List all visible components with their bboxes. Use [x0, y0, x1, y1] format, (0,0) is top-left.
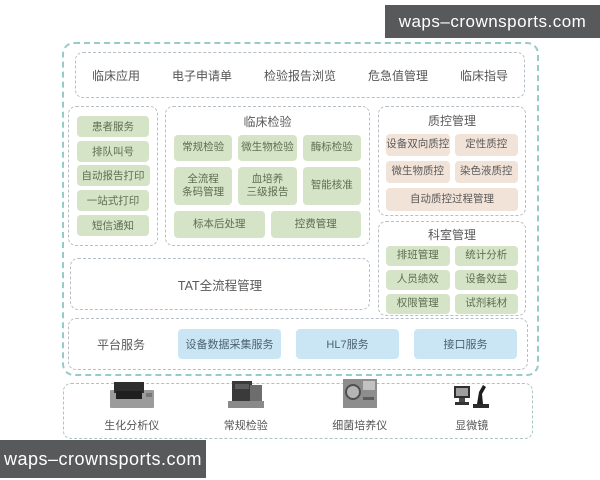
clinical-lab-row: 常规检验 微生物检验 酶标检验: [174, 135, 361, 161]
department-module: 设备效益: [454, 270, 518, 290]
qc-module: 自动质控过程管理: [386, 188, 518, 211]
clinical-lab-row: 标本后处理 控费管理: [174, 211, 361, 238]
clinical-lab-section: 临床检验 常规检验 微生物检验 酶标检验 全流程 条码管理 血培养 三级报告 智…: [165, 106, 370, 246]
device-label: 常规检验: [223, 420, 268, 432]
platform-service: 接口服务: [414, 329, 517, 359]
patient-service-pill: 一站式打印: [77, 190, 149, 212]
clinical-app-item: 检验报告浏览: [263, 68, 336, 83]
tat-management-section: TAT全流程管理: [70, 258, 370, 310]
clinical-app-item: 临床应用: [92, 68, 141, 83]
department-title: 科室管理: [427, 228, 476, 242]
watermark-bottom: waps–crownsports.com: [0, 440, 206, 478]
instruments-section: 生化分析仪 常规检验 细菌培养仪: [63, 379, 533, 439]
tat-title: TAT全流程管理: [177, 278, 263, 293]
device-label: 生化分析仪: [104, 420, 160, 432]
quality-control-row: 设备双向质控 定性质控: [386, 134, 518, 156]
department-module: 试剂耗材: [454, 294, 518, 314]
clinical-app-item: 危急值管理: [367, 68, 428, 83]
department-row: 权限管理 试剂耗材: [386, 294, 518, 314]
department-module: 统计分析: [454, 246, 518, 266]
outer-frame: [62, 42, 539, 376]
bacteria-culture-instrument-icon: [338, 377, 382, 416]
qc-module: 设备双向质控: [386, 134, 450, 156]
quality-control-row: 自动质控过程管理: [386, 188, 518, 211]
qc-module: 定性质控: [454, 134, 518, 156]
qc-module: 染色液质控: [454, 161, 518, 183]
patient-services-section: 患者服务 排队叫号 自动报告打印 一站式打印 短信通知: [68, 106, 158, 246]
platform-service: 设备数据采集服务: [178, 329, 281, 359]
patient-service-pill: 排队叫号: [77, 140, 149, 162]
qc-module: 微生物质控: [386, 161, 450, 183]
department-module: 权限管理: [386, 294, 450, 314]
department-module: 人员绩效: [386, 270, 450, 290]
platform-label: 平台服务: [96, 337, 145, 352]
biochemistry-analyzer-icon: [106, 379, 158, 416]
department-row: 人员绩效 设备效益: [386, 270, 518, 290]
quality-control-row: 微生物质控 染色液质控: [386, 161, 518, 183]
quality-control-title: 质控管理: [427, 114, 476, 128]
clinical-lab-row: 全流程 条码管理 血培养 三级报告 智能核准: [174, 167, 361, 205]
lab-module: 微生物检验: [238, 135, 297, 161]
patient-service-pill: 患者服务: [77, 115, 149, 137]
device-label: 显微镜: [455, 420, 489, 432]
device-routine-testing: 常规检验: [224, 379, 268, 433]
department-module: 排班管理: [386, 246, 450, 266]
watermark-top: waps–crownsports.com: [385, 5, 600, 38]
lab-module: 血培养 三级报告: [238, 167, 297, 205]
device-biochemistry-analyzer: 生化分析仪: [104, 379, 159, 433]
department-row: 排班管理 统计分析: [386, 246, 518, 266]
quality-control-section: 质控管理 设备双向质控 定性质控 微生物质控 染色液质控 自动质控过程管理: [378, 106, 526, 216]
lab-module: 控费管理: [270, 211, 361, 238]
microscope-icon: [452, 379, 492, 416]
watermark-top-text: waps–crownsports.com: [398, 11, 587, 31]
clinical-application-section: 临床应用 电子申请单 检验报告浏览 危急值管理 临床指导: [75, 52, 525, 98]
patient-service-pill: 自动报告打印: [76, 165, 150, 187]
watermark-bottom-text: waps–crownsports.com: [3, 448, 203, 469]
lab-module: 全流程 条码管理: [174, 167, 233, 205]
lab-module: 智能核准: [302, 167, 361, 205]
patient-service-pill: 短信通知: [77, 215, 149, 237]
lab-module: 常规检验: [174, 135, 233, 161]
platform-service: HL7服务: [296, 329, 399, 359]
device-bacteria-culture: 细菌培养仪: [332, 377, 387, 433]
device-label: 细菌培养仪: [332, 420, 388, 432]
clinical-app-item: 临床指导: [459, 68, 508, 83]
routine-testing-device-icon: [224, 379, 268, 416]
clinical-app-item: 电子申请单: [171, 68, 232, 83]
lab-module: 酶标检验: [302, 135, 361, 161]
clinical-lab-title: 临床检验: [243, 115, 292, 129]
platform-services-section: 平台服务 设备数据采集服务 HL7服务 接口服务: [68, 318, 528, 370]
device-microscope: 显微镜: [452, 379, 492, 433]
lab-module: 标本后处理: [174, 211, 265, 238]
department-management-section: 科室管理 排班管理 统计分析 人员绩效 设备效益 权限管理 试剂耗材: [378, 221, 526, 316]
